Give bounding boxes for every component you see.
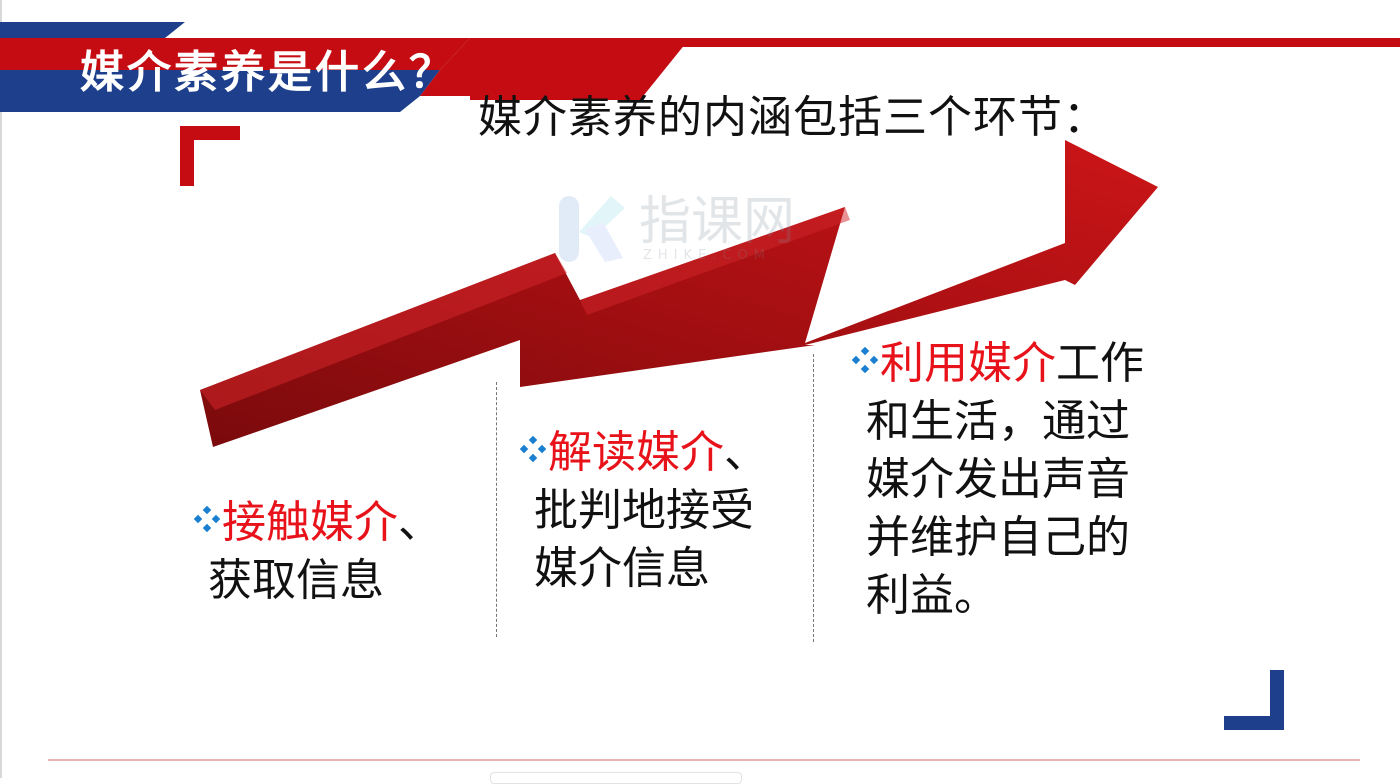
step-3-line-2: 和生活，通过 [866, 396, 1130, 447]
slide-left-border [0, 0, 2, 778]
zhike-k-logo-icon [559, 196, 625, 262]
watermark: 指课网 ZHIKE.COM [555, 190, 815, 270]
header-red-line [470, 38, 1400, 47]
step-3-line-1: 利用媒介工作 [852, 335, 1144, 393]
step-2-line-3: 媒介信息 [534, 543, 710, 594]
step-3-highlight: 利用媒介 [880, 338, 1056, 389]
bottom-edge-tab [490, 772, 742, 784]
diamond-bullet-icon [194, 506, 220, 532]
step-2-line-1: 解读媒介、 [520, 424, 768, 482]
step-3-line-4: 并维护自己的 [866, 512, 1130, 563]
step-2-highlight: 解读媒介 [548, 427, 724, 478]
diamond-bullet-icon [852, 347, 878, 373]
slide-subtitle: 媒介素养的内涵包括三个环节： [478, 92, 1108, 143]
header-navy-band [0, 70, 440, 96]
header-navy-stripe-top [0, 22, 185, 38]
diamond-bullet-icon [520, 436, 546, 462]
watermark-brand: 指课网 [639, 192, 796, 252]
header-red-band [0, 38, 470, 70]
header-banner [0, 22, 1400, 112]
watermark-domain: ZHIKE.COM [643, 248, 771, 263]
header-red-tail [420, 38, 690, 100]
step-3-after-highlight: 工作 [1056, 338, 1144, 389]
step-3-line-3: 媒介发出声音 [866, 454, 1130, 505]
corner-bracket-bottom-right-icon [1224, 670, 1284, 730]
step-2: 解读媒介、 批判地接受 媒介信息 [520, 424, 768, 598]
step-1-highlight: 接触媒介 [222, 497, 398, 548]
step-1: 接触媒介、 获取信息 [194, 494, 442, 610]
step-1-after-highlight: 、 [398, 497, 442, 548]
header-navy-stripe-bottom [0, 96, 420, 112]
page-title: 媒介素养是什么？ [80, 47, 456, 98]
step-2-line-2: 批判地接受 [534, 485, 754, 536]
step-2-after-highlight: 、 [724, 427, 768, 478]
rising-arrow-icon [200, 140, 1158, 447]
footer-divider [48, 759, 1360, 761]
column-divider [496, 382, 497, 637]
corner-bracket-top-left-icon [180, 126, 240, 186]
column-divider [813, 354, 814, 642]
step-3-line-5: 利益。 [866, 570, 998, 621]
step-3: 利用媒介工作 和生活，通过 媒介发出声音 并维护自己的 利益。 [852, 335, 1144, 625]
step-1-line-1: 接触媒介、 [194, 494, 442, 552]
step-1-line-2: 获取信息 [208, 555, 384, 606]
